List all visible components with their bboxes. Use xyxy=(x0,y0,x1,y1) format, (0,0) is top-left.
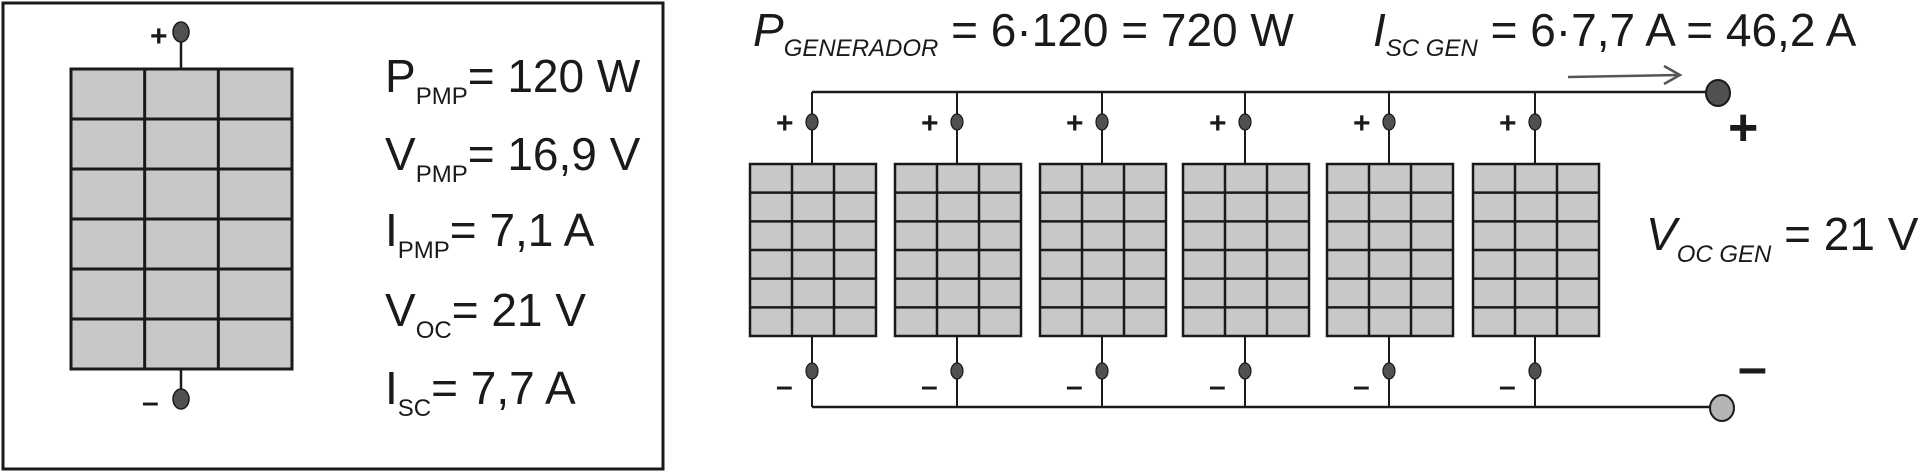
positive-terminal-icon xyxy=(805,113,819,131)
negative-terminal-icon xyxy=(172,388,190,410)
module-plus-label: + xyxy=(1066,107,1084,140)
positive-terminal-icon xyxy=(1382,113,1396,131)
module-specs: PPMP= 120 W VPMP= 16,9 V IPMP= 7,1 A VOC… xyxy=(385,50,641,422)
spec-pmp-current: IPMP= 7,1 A xyxy=(385,204,595,264)
spec-pmp-voltage: VPMP= 16,9 V xyxy=(385,128,641,188)
module-plus-label: + xyxy=(1209,107,1227,140)
module-minus-label: – xyxy=(776,370,793,403)
generator-negative-terminal-icon xyxy=(1709,394,1735,422)
current-arrow-icon xyxy=(1567,64,1683,86)
module-minus-label: – xyxy=(1499,370,1516,403)
generator-out-plus-label: + xyxy=(1728,99,1758,157)
negative-terminal-icon xyxy=(1095,362,1109,380)
spec-pmp-power: PPMP= 120 W xyxy=(385,50,641,110)
negative-terminal-icon xyxy=(1382,362,1396,380)
solar-panel xyxy=(69,67,294,371)
generator-voltage-formula: VOC GEN = 21 V xyxy=(1646,208,1919,268)
positive-terminal-icon xyxy=(1095,113,1109,131)
module-plus-label: + xyxy=(776,107,794,140)
generator-array: + – + – + – + – + – + – xyxy=(748,79,1735,422)
negative-terminal-icon xyxy=(805,362,819,380)
solar-panel xyxy=(893,162,1023,338)
generator-out-minus-label: – xyxy=(1738,339,1767,397)
solar-panel xyxy=(1038,162,1168,338)
module-minus-label: – xyxy=(921,370,938,403)
spec-oc-voltage: VOC= 21 V xyxy=(385,284,586,344)
solar-panel xyxy=(1471,162,1601,338)
negative-terminal-icon xyxy=(950,362,964,380)
positive-terminal-icon xyxy=(950,113,964,131)
module-minus-label: – xyxy=(1066,370,1083,403)
solar-panel xyxy=(748,162,878,338)
generator-positive-terminal-icon xyxy=(1705,79,1731,107)
spec-sc-current: ISC= 7,7 A xyxy=(385,362,576,422)
module-plus-label: + xyxy=(1499,107,1517,140)
positive-terminal-icon xyxy=(172,21,190,43)
solar-panel xyxy=(1325,162,1455,338)
module-box xyxy=(1,1,665,471)
negative-terminal-icon xyxy=(1238,362,1252,380)
module-minus-label: – xyxy=(1353,370,1370,403)
single-module xyxy=(69,21,294,410)
positive-terminal-icon xyxy=(1528,113,1542,131)
generator-current-formula: ISC GEN = 6·7,7 A = 46,2 A xyxy=(1373,4,1857,62)
module-plus-label: + xyxy=(1353,107,1371,140)
module-minus-label: – xyxy=(142,386,159,419)
positive-terminal-icon xyxy=(1238,113,1252,131)
solar-panel xyxy=(1181,162,1311,338)
module-minus-label: – xyxy=(1209,370,1226,403)
negative-terminal-icon xyxy=(1528,362,1542,380)
module-plus-label: + xyxy=(150,20,168,53)
generator-power-formula: PGENERADOR = 6·120 = 720 W xyxy=(753,4,1294,62)
module-plus-label: + xyxy=(921,107,939,140)
